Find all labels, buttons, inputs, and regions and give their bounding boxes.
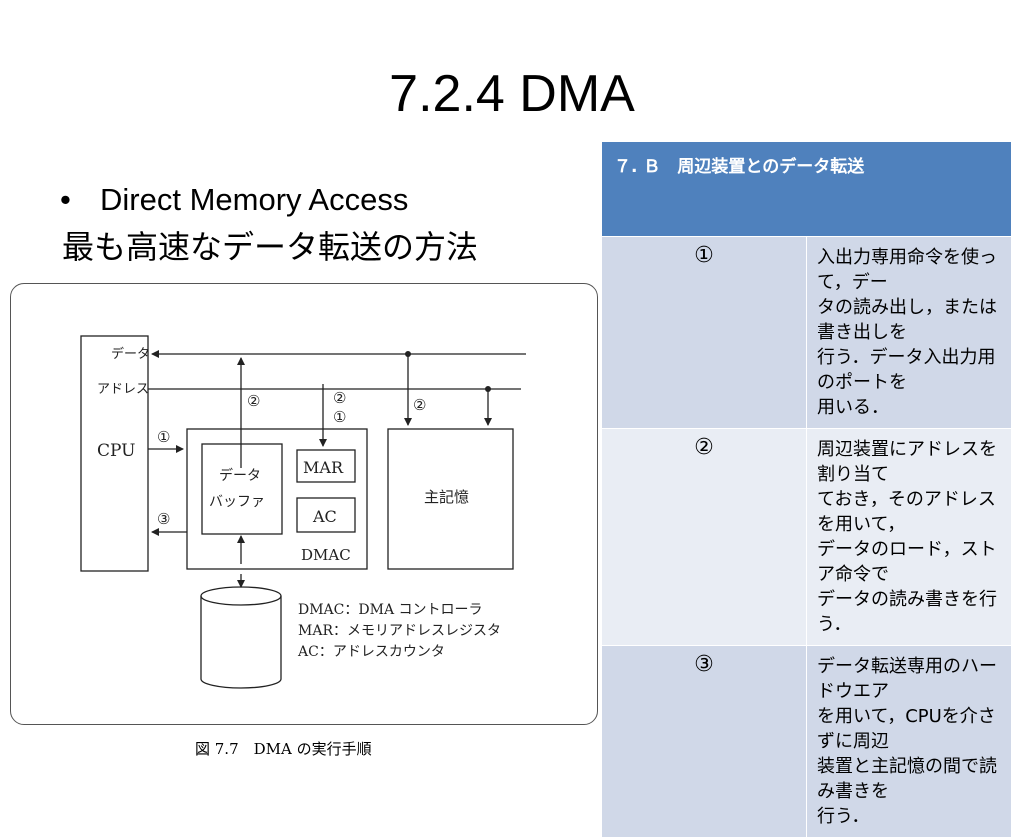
mar-label: MAR <box>303 458 344 477</box>
row-description: 入出力専用命令を使って，デー タの読み出し，または書き出しを 行う．データ入出力… <box>806 236 1012 429</box>
slide-subtitle: 最も高速なデータ転送の方法 <box>62 228 479 266</box>
row-description: 周辺装置にアドレスを割り当て ておき，そのアドレスを用いて， データのロード，ス… <box>806 428 1012 646</box>
dma-diagram: データ アドレス CPU ① ③ ② ② ① ② データ バッファ MAR AC… <box>10 283 598 725</box>
address-bus-label: アドレス <box>97 382 149 397</box>
dma-diagram-svg: データ アドレス CPU ① ③ ② ② ① ② データ バッファ MAR AC… <box>80 335 526 689</box>
legend-dmac: DMAC：DMA コントローラ <box>298 602 483 618</box>
mar-box <box>296 449 356 483</box>
step2-marker-memory: ② <box>413 396 426 414</box>
dmac-box <box>186 428 368 570</box>
figure-caption: 図 7.7 DMA の実行手順 <box>195 740 372 758</box>
data-buffer-label-line2: バッファ <box>209 494 265 510</box>
bullet-item: • Direct Memory Access <box>60 180 408 220</box>
data-buffer-box <box>201 443 283 535</box>
slide-title: 7.2.4 DMA <box>389 65 635 123</box>
main-memory-label: 主記憶 <box>424 488 469 506</box>
row-number: ② <box>601 428 807 646</box>
step1-marker: ① <box>157 428 170 446</box>
cpu-box <box>80 335 149 572</box>
legend-mar: MAR：メモリアドレスレジスタ <box>298 623 501 639</box>
main-memory-box <box>387 428 514 570</box>
row-number: ③ <box>601 645 807 838</box>
table-header-row: ７. Ｂ 周辺装置とのデータ転送 <box>601 141 1012 237</box>
table-row: ③ データ転送専用のハードウエア を用いて，CPUを介さずに周辺 装置と主記憶の… <box>601 645 1012 838</box>
data-bus-label: データ <box>111 346 150 362</box>
bullet-text: Direct Memory Access <box>100 182 409 217</box>
table-row: ① 入出力専用命令を使って，デー タの読み出し，または書き出しを 行う．データ入… <box>601 236 1012 429</box>
step2-marker-mar: ② <box>333 389 346 407</box>
cpu-label: CPU <box>97 441 135 461</box>
step3-marker: ③ <box>157 510 170 528</box>
step1-marker-mar: ① <box>333 408 346 426</box>
table-row: ② 周辺装置にアドレスを割り当て ておき，そのアドレスを用いて， データのロード… <box>601 428 1012 646</box>
step2-marker-buffer: ② <box>247 392 260 410</box>
row-number: ① <box>601 236 807 429</box>
legend-ac: AC：アドレスカウンタ <box>297 644 445 660</box>
bullet-dot: • <box>60 182 71 217</box>
ac-label: AC <box>312 507 337 526</box>
dmac-label: DMAC <box>301 546 351 564</box>
row-description: データ転送専用のハードウエア を用いて，CPUを介さずに周辺 装置と主記憶の間で… <box>806 645 1012 838</box>
data-buffer-label-line1: データ <box>219 467 261 484</box>
ac-box <box>296 497 356 533</box>
table-header: ７. Ｂ 周辺装置とのデータ転送 <box>601 141 1012 237</box>
steps-table: ７. Ｂ 周辺装置とのデータ転送 ① 入出力専用命令を使って，デー タの読み出し… <box>601 141 1012 838</box>
disk-cylinder <box>200 596 282 689</box>
